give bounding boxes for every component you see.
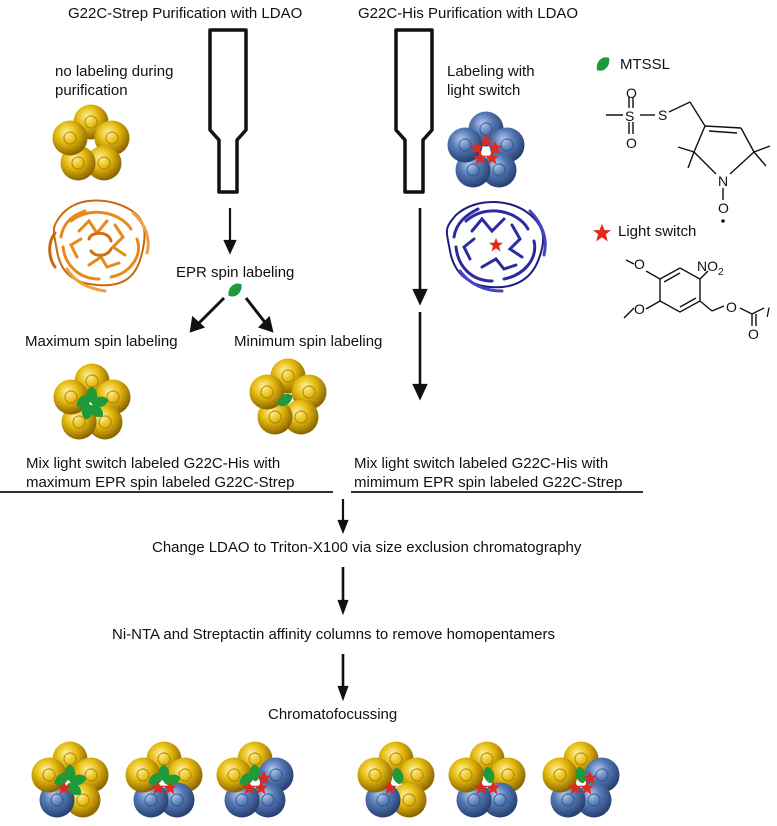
gold-pentamer-unlabeled: [51, 103, 131, 182]
legend-mtssl-label: MTSSL: [620, 56, 671, 73]
flow-arrows: [189, 208, 428, 702]
no-labeling-line1: no labeling during: [55, 63, 174, 80]
hetero-pentamer-max-2: [124, 740, 204, 819]
mtssl-structure: [606, 97, 771, 200]
mtssl-atom-o1: O: [626, 85, 637, 101]
hetero-pentamer-min-2: [447, 740, 527, 819]
ls-atom-o4: O: [748, 326, 759, 342]
his-column-title: G22C-His Purification with LDAO: [358, 5, 579, 22]
orange-protein-structure: [48, 199, 150, 293]
gold-pentamer-max-spin: [52, 362, 132, 441]
strep-column-icon: [208, 28, 248, 194]
mtssl-atom-s1: S: [625, 108, 635, 124]
ls-atom-no2: NO2: [697, 258, 724, 278]
mix-left-line1: Mix light switch labeled G22C-His with: [26, 455, 281, 472]
mtssl-atom-o3: O: [718, 200, 729, 216]
hetero-pentamer-min-3: [541, 740, 621, 819]
navy-protein-structure: [445, 201, 547, 293]
affinity-columns-step: Ni-NTA and Streptactin affinity columns …: [112, 626, 555, 643]
mix-right-line2: mimimum EPR spin labeled G22C-Strep: [354, 474, 623, 491]
mix-left-line2: maximum EPR spin labeled G22C-Strep: [26, 474, 295, 491]
his-column-icon: [394, 28, 434, 194]
ls-atom-o2: O: [634, 301, 645, 317]
ls-atom-i: I: [766, 304, 770, 320]
blue-pentamer-light-switch: [446, 110, 526, 189]
labeling-light-switch-line1: Labeling with: [447, 63, 535, 80]
hetero-pentamer-max-1: [30, 740, 110, 819]
min-spin-labeling-label: Minimum spin labeling: [234, 333, 383, 350]
mix-right-line1: Mix light switch labeled G22C-His with: [354, 455, 609, 472]
max-spin-labeling-label: Maximum spin labeling: [25, 333, 178, 350]
gold-pentamer-min-spin: [248, 357, 328, 436]
strep-column-title: G22C-Strep Purification with LDAO: [68, 5, 303, 22]
hetero-pentamer-min-1: [356, 740, 436, 819]
light-switch-structure: [623, 259, 765, 326]
ls-atom-o3: O: [726, 299, 737, 315]
change-detergent-step: Change LDAO to Triton-X100 via size excl…: [152, 539, 582, 556]
mtssl-radical-dot: [721, 219, 725, 223]
legend-light-switch-label: Light switch: [618, 223, 697, 240]
mtssl-atom-n: N: [718, 173, 729, 189]
no-labeling-line2: purification: [55, 82, 128, 99]
epr-spin-label-icon: [225, 281, 245, 299]
mtssl-atom-o2: O: [626, 135, 637, 151]
chromatofocussing-step: Chromatofocussing: [268, 706, 398, 723]
mtssl-atom-s2: S: [658, 107, 668, 123]
hetero-pentamer-max-3: [215, 740, 295, 819]
legend-mtssl-icon: [593, 55, 613, 73]
labeling-light-switch-line2: light switch: [447, 82, 521, 99]
legend-star-icon: [592, 223, 612, 242]
epr-spin-labeling-label: EPR spin labeling: [176, 264, 295, 281]
ls-atom-o1: O: [634, 256, 645, 272]
